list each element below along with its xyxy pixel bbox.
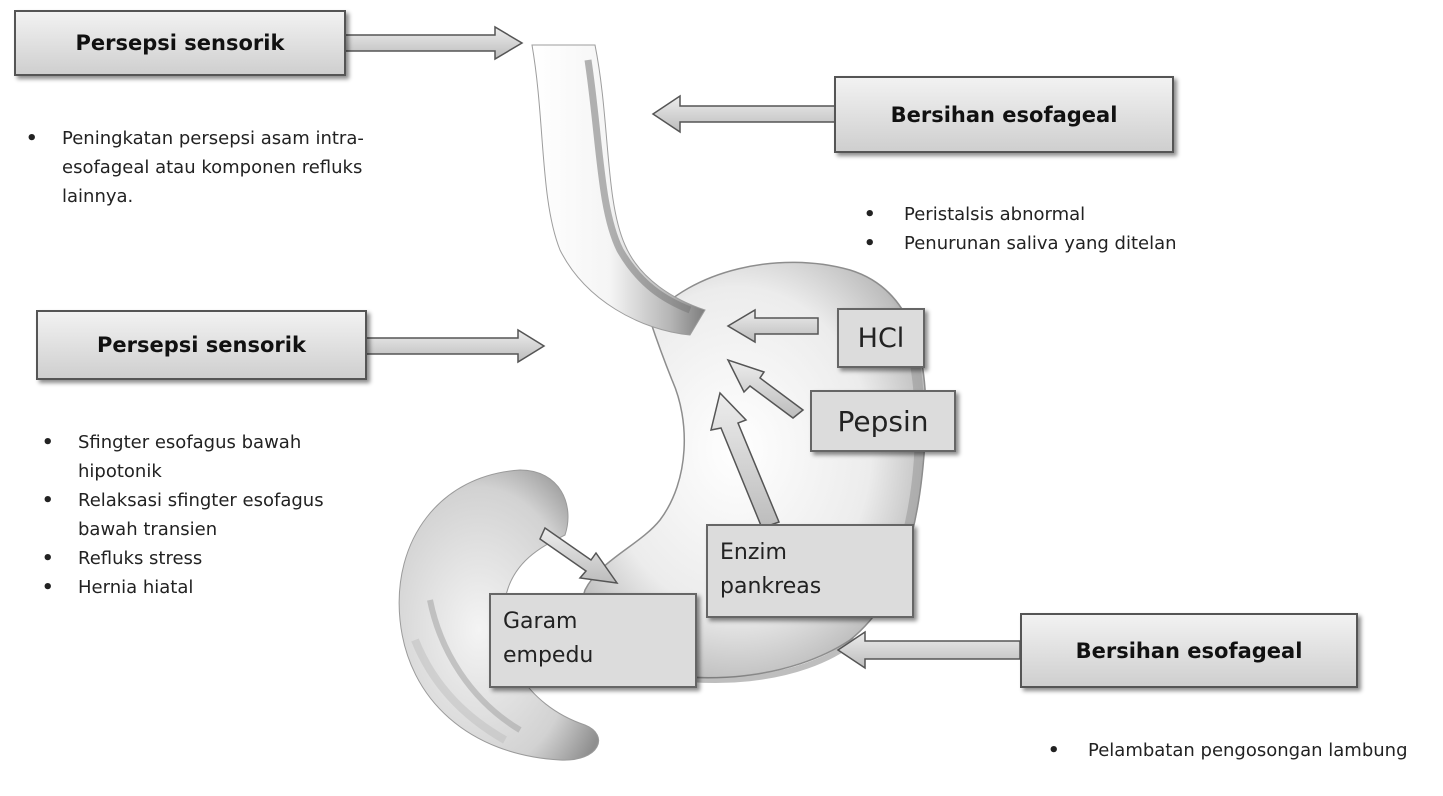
bullets-top-right: Peristalsis abnormal Penurunan saliva ya… bbox=[858, 200, 1218, 258]
agent-text: HCl bbox=[858, 323, 905, 354]
agent-enzim-pankreas: Enzim pankreas bbox=[706, 524, 914, 618]
list-item: Sfingter esofagus bawah hipotonik bbox=[36, 428, 326, 486]
agent-garam-empedu: Garam empedu bbox=[489, 593, 697, 688]
agent-text-line: pankreas bbox=[720, 570, 912, 604]
arrow-mid-left bbox=[366, 330, 544, 362]
list-item: Hernia hiatal bbox=[36, 573, 326, 602]
list-item: Relaksasi sfingter esofagus bawah transi… bbox=[36, 486, 326, 544]
arrow-garam bbox=[540, 528, 617, 583]
list-item: Peristalsis abnormal bbox=[858, 200, 1218, 229]
label-text: Bersihan esofageal bbox=[1076, 639, 1303, 663]
agent-text-line: Enzim bbox=[720, 536, 912, 570]
agent-text-line: Garam bbox=[503, 605, 695, 639]
esophagus-shape bbox=[532, 45, 705, 335]
bullets-bottom-right: Pelambatan pengosongan lambung bbox=[1042, 736, 1437, 765]
label-text: Bersihan esofageal bbox=[891, 103, 1118, 127]
agent-pepsin: Pepsin bbox=[810, 390, 956, 452]
arrow-top-right bbox=[653, 96, 835, 132]
agent-text-line: empedu bbox=[503, 639, 695, 673]
label-persepsi-sensorik-top: Persepsi sensorik bbox=[14, 10, 346, 76]
bullets-mid-left: Sfingter esofagus bawah hipotonik Relaks… bbox=[36, 428, 326, 602]
list-item: Peningkatan persepsi asam intra-esofagea… bbox=[20, 124, 365, 211]
label-bersihan-esofageal-top: Bersihan esofageal bbox=[834, 76, 1174, 153]
list-item: Penurunan saliva yang ditelan bbox=[858, 229, 1218, 258]
arrow-bottom-right bbox=[838, 632, 1020, 668]
label-text: Persepsi sensorik bbox=[97, 333, 306, 357]
arrow-top-left bbox=[345, 27, 522, 59]
label-bersihan-esofageal-bottom: Bersihan esofageal bbox=[1020, 613, 1358, 688]
label-persepsi-sensorik-mid: Persepsi sensorik bbox=[36, 310, 367, 380]
list-item: Refluks stress bbox=[36, 544, 326, 573]
label-text: Persepsi sensorik bbox=[76, 31, 285, 55]
bullets-top-left: Peningkatan persepsi asam intra-esofagea… bbox=[20, 124, 365, 211]
list-item: Pelambatan pengosongan lambung bbox=[1042, 736, 1437, 765]
agent-hcl: HCl bbox=[837, 308, 925, 368]
agent-text: Pepsin bbox=[838, 405, 929, 438]
